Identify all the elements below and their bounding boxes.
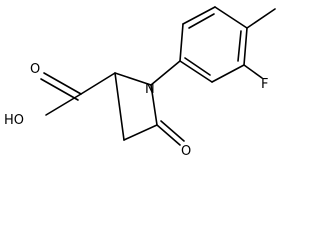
bond-methyl <box>246 8 276 29</box>
bond-keto-1 <box>156 124 181 146</box>
bond-ar-inner-1 <box>188 13 215 29</box>
bond-ring-n-carbonyl <box>150 84 158 126</box>
bond-ar-1 <box>179 23 184 62</box>
bond-ar-inner-2 <box>237 30 242 62</box>
bond-ar-5 <box>211 64 245 83</box>
bond-ring-ch2-ch <box>114 72 125 141</box>
bond-ar-3 <box>214 6 248 29</box>
bond-c-o-double-2 <box>40 78 79 101</box>
atom-label-fluorine: F <box>261 77 268 92</box>
bond-acid-ring <box>80 72 116 95</box>
bond-ring-carbonyl-ch2 <box>123 124 158 141</box>
molecule-canvas: HO O N O F <box>4 6 276 159</box>
bond-keto-2 <box>160 120 185 142</box>
bond-ar-6 <box>179 60 213 83</box>
bond-fluoro <box>243 64 263 79</box>
bond-c-o-double-1 <box>43 72 82 95</box>
bond-ar-2 <box>182 6 216 25</box>
atom-label-oh: HO <box>4 113 24 128</box>
bond-c-oh <box>45 93 82 116</box>
bond-ring-c-n-upper <box>114 72 152 86</box>
bond-ar-4 <box>243 27 248 66</box>
atom-label-keto-oxygen: O <box>181 144 191 159</box>
bond-ar-inner-3 <box>184 57 211 76</box>
atom-label-acid-oxygen: O <box>30 62 40 77</box>
bond-n-aryl <box>150 60 181 86</box>
atom-label-nitrogen: N <box>145 82 155 97</box>
molecule-structure: HO O N O F <box>4 6 276 159</box>
